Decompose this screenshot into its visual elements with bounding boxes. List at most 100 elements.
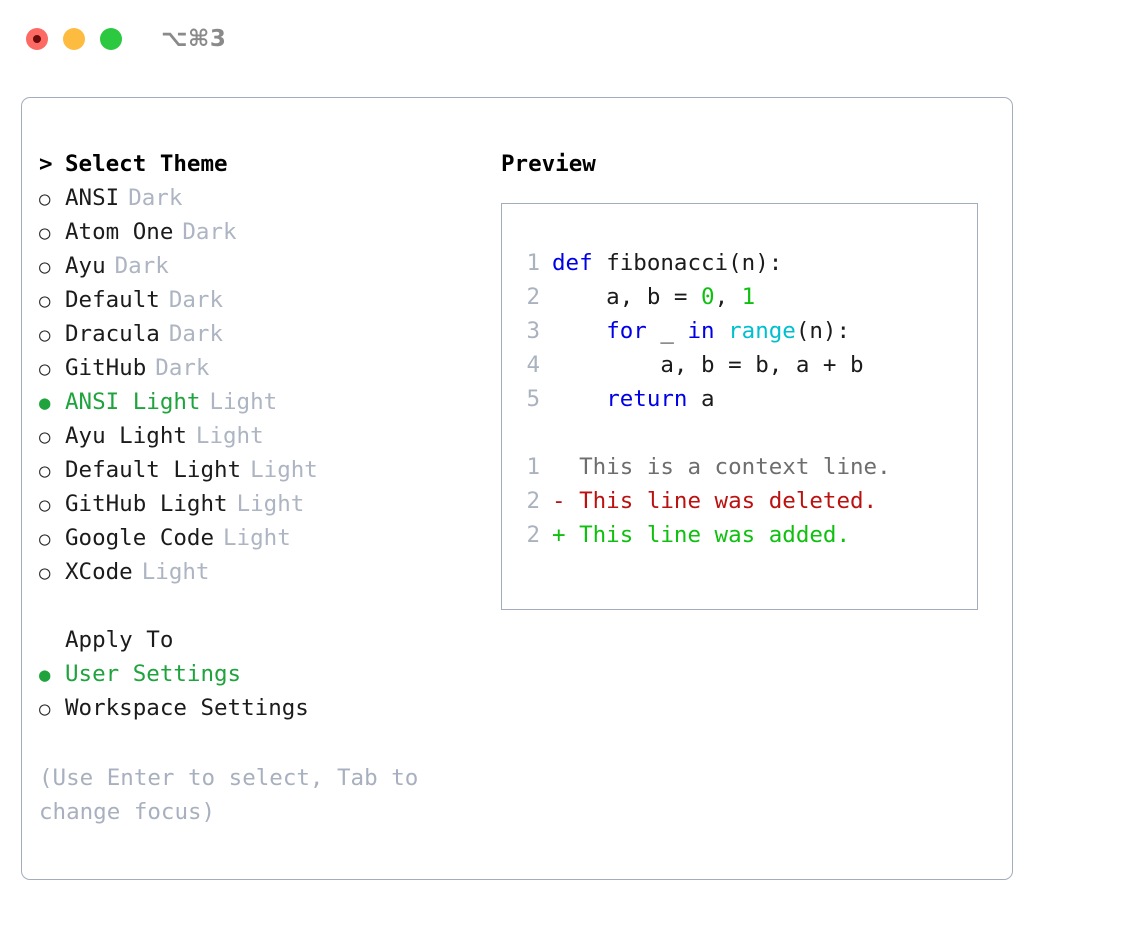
code-token-kw: in [687, 318, 715, 344]
code-token-txt: (n): [795, 318, 851, 344]
radio-unselected-icon: ○ [39, 494, 51, 516]
diff-line-number: 1 [526, 454, 540, 480]
code-line-number: 4 [526, 352, 540, 378]
code-token-kw: for [606, 318, 647, 344]
theme-item-label: Ayu Light [65, 423, 187, 449]
code-line-content: return a [552, 382, 715, 416]
diff-line-text: This line was deleted. [565, 488, 878, 514]
apply-to-item[interactable]: ● User Settings [39, 657, 491, 691]
code-line-content: def fibonacci(n): [552, 246, 782, 280]
apply-to-list: ● User Settings ○ Workspace Settings [39, 657, 491, 725]
apply-to-item[interactable]: ○ Workspace Settings [39, 691, 491, 725]
apply-to-item-label: User Settings [65, 661, 242, 687]
radio-unselected-icon: ○ [39, 426, 51, 448]
close-button[interactable] [26, 28, 48, 50]
radio-unselected-icon: ○ [39, 562, 51, 584]
apply-to-heading-label: Apply To [65, 627, 174, 653]
radio-unselected-icon: ○ [39, 358, 51, 380]
theme-list-item[interactable]: ○ GitHub Dark [39, 351, 491, 385]
select-theme-heading: > Select Theme [39, 147, 491, 181]
radio-unselected-icon: ○ [39, 528, 51, 550]
code-diff-spacer [512, 416, 967, 450]
theme-item-appearance: Light [250, 457, 318, 483]
code-token-txt [715, 318, 729, 344]
code-token-txt: a, b = b, a + b [552, 352, 864, 378]
diff-line-number: 2 [526, 522, 540, 548]
code-token-num: 0 [701, 284, 715, 310]
theme-item-label: Atom One [65, 219, 174, 245]
theme-item-appearance: Light [209, 389, 278, 415]
theme-item-label: Google Code [65, 525, 215, 551]
radio-unselected-icon: ○ [39, 324, 51, 346]
diff-sign: + [552, 522, 566, 548]
select-theme-heading-label: Select Theme [65, 151, 228, 177]
diff-sign [552, 450, 566, 484]
minimize-button[interactable] [63, 28, 85, 50]
code-line-content: a, b = b, a + b [552, 348, 864, 382]
theme-item-label: GitHub [65, 355, 147, 381]
diff-line-context: 1 This is a context line. [512, 450, 967, 484]
code-token-kw: def [552, 250, 607, 276]
code-line-content: a, b = 0, 1 [552, 280, 755, 314]
diff-block: 1 This is a context line.2- This line wa… [512, 450, 967, 552]
diff-sign: - [552, 488, 566, 514]
keyboard-hint: (Use Enter to select, Tab to change focu… [39, 765, 432, 825]
radio-selected-icon: ● [39, 392, 51, 414]
code-token-txt: a [687, 386, 715, 412]
code-line-number: 5 [526, 386, 540, 412]
code-token-txt: a, b = [552, 284, 702, 310]
radio-unselected-icon: ○ [39, 290, 51, 312]
title-bar: ⌥⌘3 [0, 0, 1140, 78]
code-token-txt: fibonacci(n): [606, 250, 783, 276]
theme-item-label: Default Light [65, 457, 242, 483]
code-token-fn: range [728, 318, 796, 344]
code-token-kw: return [606, 386, 688, 412]
theme-list-item[interactable]: ○ Default Dark [39, 283, 491, 317]
apply-to-item-label: Workspace Settings [65, 695, 309, 721]
diff-line-delete: 2- This line was deleted. [512, 484, 967, 518]
window-title: ⌥⌘3 [161, 25, 227, 52]
radio-selected-icon: ● [39, 664, 51, 686]
maximize-button[interactable] [100, 28, 122, 50]
traffic-light-group [26, 28, 122, 50]
theme-item-label: Default [65, 287, 160, 313]
code-line: 4 a, b = b, a + b [512, 348, 967, 382]
theme-list-item[interactable]: ○ XCode Light [39, 555, 491, 589]
diff-line-text: This line was added. [565, 522, 851, 548]
theme-item-appearance: Dark [114, 253, 169, 279]
theme-item-appearance: Light [195, 423, 264, 449]
code-token-txt [552, 386, 606, 412]
diff-line-number: 2 [526, 488, 540, 514]
radio-unselected-icon: ○ [39, 698, 51, 720]
radio-unselected-icon: ○ [39, 222, 51, 244]
code-line-number: 3 [526, 318, 540, 344]
theme-item-appearance: Dark [168, 287, 224, 313]
diff-line-text: This is a context line. [565, 454, 891, 480]
theme-item-label: XCode [65, 559, 133, 585]
radio-unselected-icon: ○ [39, 460, 51, 482]
theme-item-appearance: Dark [155, 355, 210, 381]
theme-list-item[interactable]: ○ Atom One Dark [39, 215, 491, 249]
theme-list-item[interactable]: ○ Ayu Light Light [39, 419, 491, 453]
code-line-content: for _ in range(n): [552, 314, 850, 348]
theme-item-appearance: Light [141, 559, 210, 585]
code-line-number: 2 [526, 284, 540, 310]
theme-item-label: ANSI [65, 185, 120, 211]
theme-list-item[interactable]: ○ Default Light Light [39, 453, 491, 487]
theme-item-appearance: Dark [182, 219, 237, 245]
code-line: 3 for _ in range(n): [512, 314, 967, 348]
radio-unselected-icon: ○ [39, 188, 51, 210]
caret-icon: > [39, 151, 53, 177]
